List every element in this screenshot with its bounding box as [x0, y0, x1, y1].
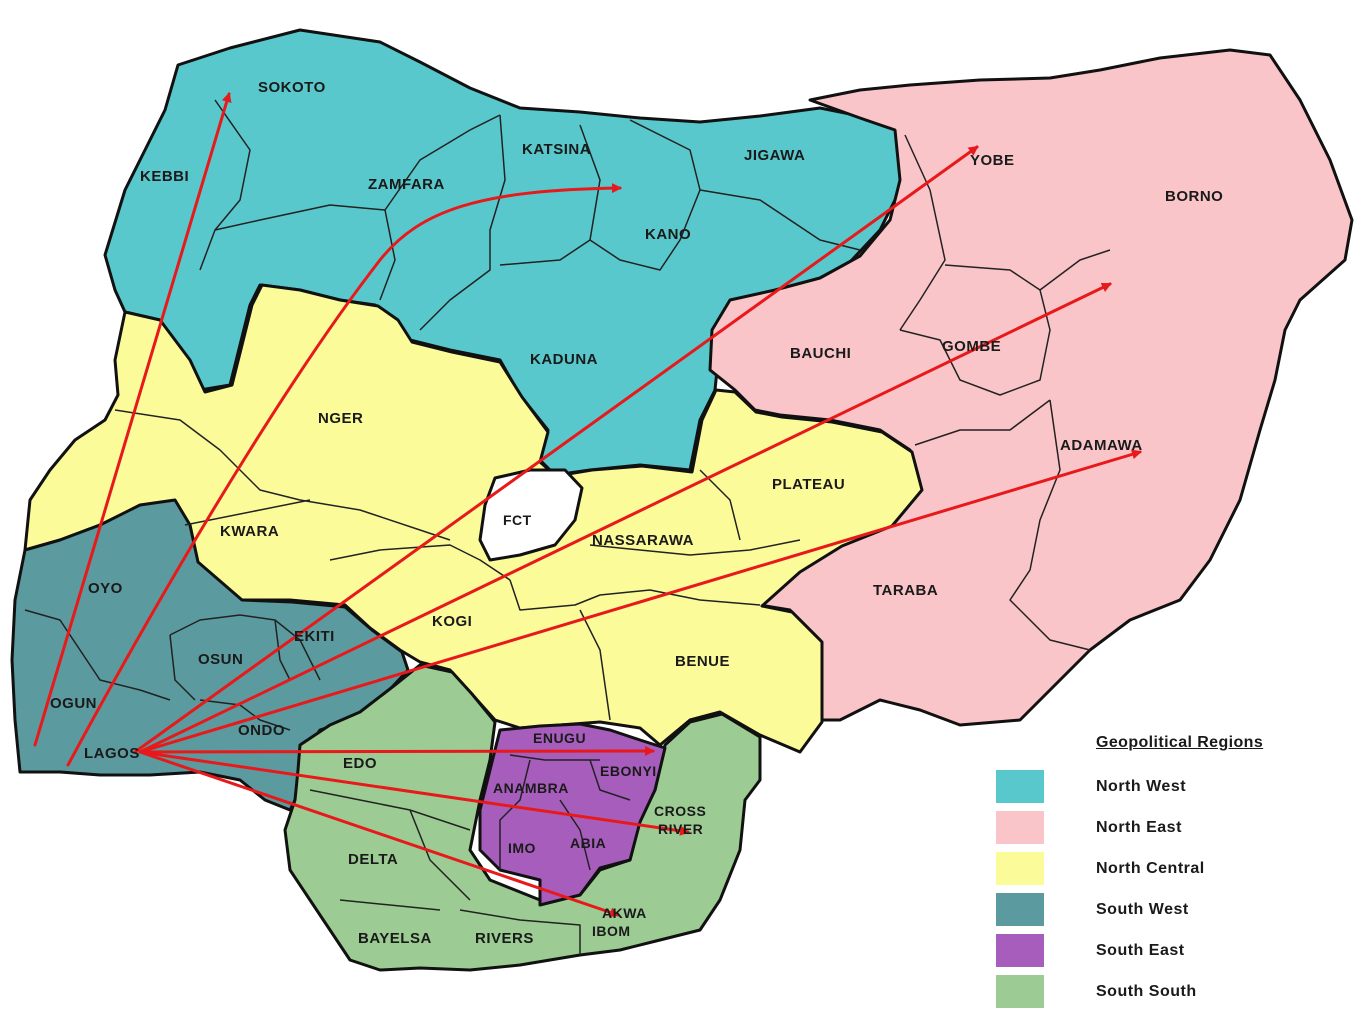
state-label-enugu: ENUGU — [533, 730, 587, 746]
state-label-anambra: ANAMBRA — [493, 780, 569, 796]
arrow-to-yobe — [133, 145, 979, 754]
migration-arrows — [33, 92, 1142, 918]
legend-swatch — [996, 975, 1044, 1008]
state-borders — [24, 99, 1111, 955]
legend-item: North West — [996, 766, 1346, 807]
state-label-yobe: YOBE — [970, 152, 1015, 169]
arrow-to-borno — [138, 282, 1112, 754]
state-label-nassarawa: NASSARAWA — [592, 532, 695, 549]
state-label-oyo: OYO — [88, 580, 123, 597]
legend-title: Geopolitical Regions — [1096, 734, 1264, 751]
state-label-ekiti: EKITI — [294, 628, 335, 645]
state-label-benue: BENUE — [675, 653, 731, 670]
state-label-taraba: TARABA — [873, 582, 939, 599]
state-label-sokoto: SOKOTO — [258, 79, 326, 96]
state-label-akwa-ibom-line1: AKWA — [602, 905, 647, 921]
state-label-cross-river-line2: RIVER — [658, 821, 704, 837]
state-label-abia: ABIA — [570, 835, 607, 851]
state-label-bauchi: BAUCHI — [790, 345, 852, 362]
arrow-to-adamawa — [138, 449, 1142, 754]
state-label-plateau: PLATEAU — [772, 476, 846, 493]
arrow-to-ebonyi — [138, 746, 655, 757]
state-label-edo: EDO — [343, 755, 378, 772]
state-label-zamfara: ZAMFARA — [368, 176, 445, 193]
state-label-katsina: KATSINA — [522, 141, 592, 158]
state-label-ebonyi: EBONYI — [600, 763, 657, 779]
arrow-to-kano — [66, 183, 622, 767]
legend-item: South East — [996, 930, 1346, 971]
legend-label: South East — [1096, 941, 1185, 959]
state-label-delta: DELTA — [348, 851, 399, 868]
region-fct — [478, 468, 584, 562]
legend-item: South South — [996, 971, 1346, 1012]
legend-swatch — [996, 934, 1044, 967]
legend-item: South West — [996, 889, 1346, 930]
state-label-cross-river-line1: CROSS — [654, 803, 707, 819]
state-label-kogi: KOGI — [432, 613, 473, 630]
arrow-to-cross-river — [138, 750, 690, 836]
state-label-kano: KANO — [645, 226, 692, 243]
state-label-lagos: LAGOS — [84, 745, 140, 762]
arrow-to-sokoto — [33, 92, 232, 747]
legend-swatch — [996, 770, 1044, 803]
state-label-osun: OSUN — [198, 651, 244, 668]
legend-label: North West — [1096, 777, 1187, 795]
arrow-to-akwa-ibom — [138, 750, 620, 918]
legend-label: North Central — [1096, 859, 1205, 877]
legend-item: North East — [996, 807, 1346, 848]
legend-swatch — [996, 852, 1044, 885]
state-label-adamawa: ADAMAWA — [1060, 437, 1143, 454]
state-label-ondo: ONDO — [238, 722, 285, 739]
region-north-east — [708, 48, 1354, 727]
state-label-fct: FCT — [503, 512, 532, 528]
legend-swatch — [996, 893, 1044, 926]
state-label-imo: IMO — [508, 840, 536, 856]
legend-swatch — [996, 811, 1044, 844]
state-label-kebbi: KEBBI — [140, 168, 190, 185]
state-label-borno: BORNO — [1165, 188, 1224, 205]
state-label-bayelsa: BAYELSA — [358, 930, 432, 947]
state-label-rivers: RIVERS — [475, 930, 534, 947]
state-label-niger: NGER — [318, 410, 364, 427]
state-label-akwa-ibom-line2: IBOM — [592, 923, 631, 939]
state-label-kaduna: KADUNA — [530, 351, 598, 368]
legend-label: South South — [1096, 982, 1197, 1000]
state-label-kwara: KWARA — [220, 523, 280, 540]
legend-item: North Central — [996, 848, 1346, 889]
state-label-ogun: OGUN — [50, 695, 97, 712]
state-label-jigawa: JIGAWA — [744, 147, 806, 164]
region-south-south — [283, 663, 762, 972]
legend-label: North East — [1096, 818, 1182, 836]
legend-label: South West — [1096, 900, 1189, 918]
state-label-gombe: GOMBE — [942, 338, 1002, 355]
legend: Geopolitical Regions North West North Ea… — [996, 734, 1346, 1012]
